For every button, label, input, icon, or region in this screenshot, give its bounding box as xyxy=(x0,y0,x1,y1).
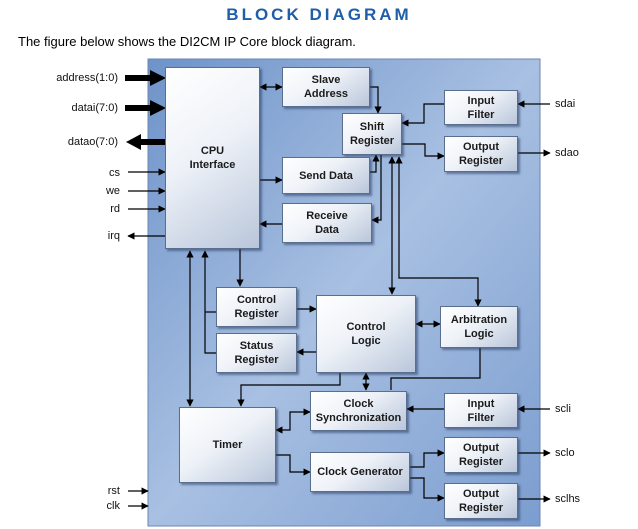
signal-we: we xyxy=(105,185,120,197)
cpu-interface-block: CPU Interface xyxy=(165,67,260,249)
slave-address-label-line1: Slave xyxy=(311,74,341,86)
output-register-sclhs-label-line1: Output xyxy=(462,488,500,500)
output-register-sda-label-line2: Register xyxy=(458,155,504,167)
arb-clksync-line xyxy=(390,348,481,390)
arbitration-logic-label-line2: Logic xyxy=(464,328,494,340)
send-data-block: Send Data xyxy=(282,157,370,194)
timer-clkgen-line xyxy=(276,454,311,476)
signal-address: address(1:0) xyxy=(56,72,118,84)
signal-sdao: sdao xyxy=(555,147,579,159)
signal-cs: cs xyxy=(109,167,120,179)
ctrllogic-timer-line xyxy=(237,373,341,407)
bus-datai-arrow xyxy=(125,100,166,116)
output-register-scl-label-line1: Output xyxy=(462,442,500,454)
shift-outreg-line xyxy=(402,143,445,160)
shift-register-label-line1: Shift xyxy=(359,121,385,133)
control-register-label-line1: Control xyxy=(236,294,277,306)
receive-data-label-line2: Data xyxy=(315,224,339,236)
output-register-sclhs-label-line2: Register xyxy=(458,502,504,514)
arbitration-logic-label-line1: Arbitration xyxy=(450,314,508,326)
output-register-sda-label-line1: Output xyxy=(462,141,500,153)
signal-sclo: sclo xyxy=(555,447,575,459)
input-filter-sda-label-line2: Filter xyxy=(467,108,495,121)
send-data-label: Send Data xyxy=(299,169,353,182)
clock-synchronization-label-line2: Synchronization xyxy=(315,412,402,424)
input-filter-scl-label-line2: Filter xyxy=(467,411,495,424)
signal-clk: clk xyxy=(106,500,120,512)
control-logic-label-line1: Control xyxy=(346,321,386,333)
slave-shift-line xyxy=(370,86,382,114)
shift-register-label-line2: Register xyxy=(349,135,395,147)
input-filter-scl-label-line1: Input xyxy=(467,397,495,410)
slave-address-label-line2: Address xyxy=(303,88,349,100)
control-register-label-line2: Register xyxy=(234,308,279,320)
control-logic-label-line2: Logic xyxy=(351,335,381,347)
status-cpu-line xyxy=(201,250,216,354)
diagram-title: BLOCK DIAGRAM xyxy=(226,5,412,24)
shift-receive-line xyxy=(371,155,382,224)
signal-irq: irq xyxy=(107,230,120,242)
signal-rst: rst xyxy=(107,485,120,497)
infilter-shift-line xyxy=(401,103,444,127)
signal-datai: datai(7:0) xyxy=(71,102,118,114)
signal-sclhs: sclhs xyxy=(555,493,581,505)
bus-datao-arrow xyxy=(126,134,166,150)
cpu-interface-label-line1: CPU xyxy=(200,145,225,157)
shift-arb-line xyxy=(395,156,482,307)
bus-address-arrow xyxy=(125,70,166,86)
timer-clksync-line xyxy=(275,408,311,434)
clock-generator-block: Clock Generator xyxy=(310,452,410,492)
signal-sdai: sdai xyxy=(555,98,576,110)
timer-label: Timer xyxy=(212,439,243,451)
input-filter-sda-label-line1: Input xyxy=(467,94,495,107)
status-register-label-line2: Register xyxy=(234,354,279,366)
timer-block: Timer xyxy=(179,407,276,483)
clkgen-outreg-sclhs-line xyxy=(410,477,445,502)
signal-rd: rd xyxy=(110,203,120,215)
send-shift-line xyxy=(370,154,380,173)
clock-synchronization-label-line1: Clock xyxy=(343,398,374,410)
clock-generator-label: Clock Generator xyxy=(317,466,403,478)
status-register-label-line1: Status xyxy=(239,340,274,352)
cpu-interface-label-line2: Interface xyxy=(189,159,236,171)
output-register-scl-label-line2: Register xyxy=(458,456,504,468)
clkgen-outreg-scl-line xyxy=(410,449,445,468)
signal-scli: scli xyxy=(555,403,571,415)
receive-data-label-line1: Receive xyxy=(306,210,348,222)
signal-datao: datao(7:0) xyxy=(67,136,118,148)
diagram-subtitle: The figure below shows the DI2CM IP Core… xyxy=(18,34,356,49)
